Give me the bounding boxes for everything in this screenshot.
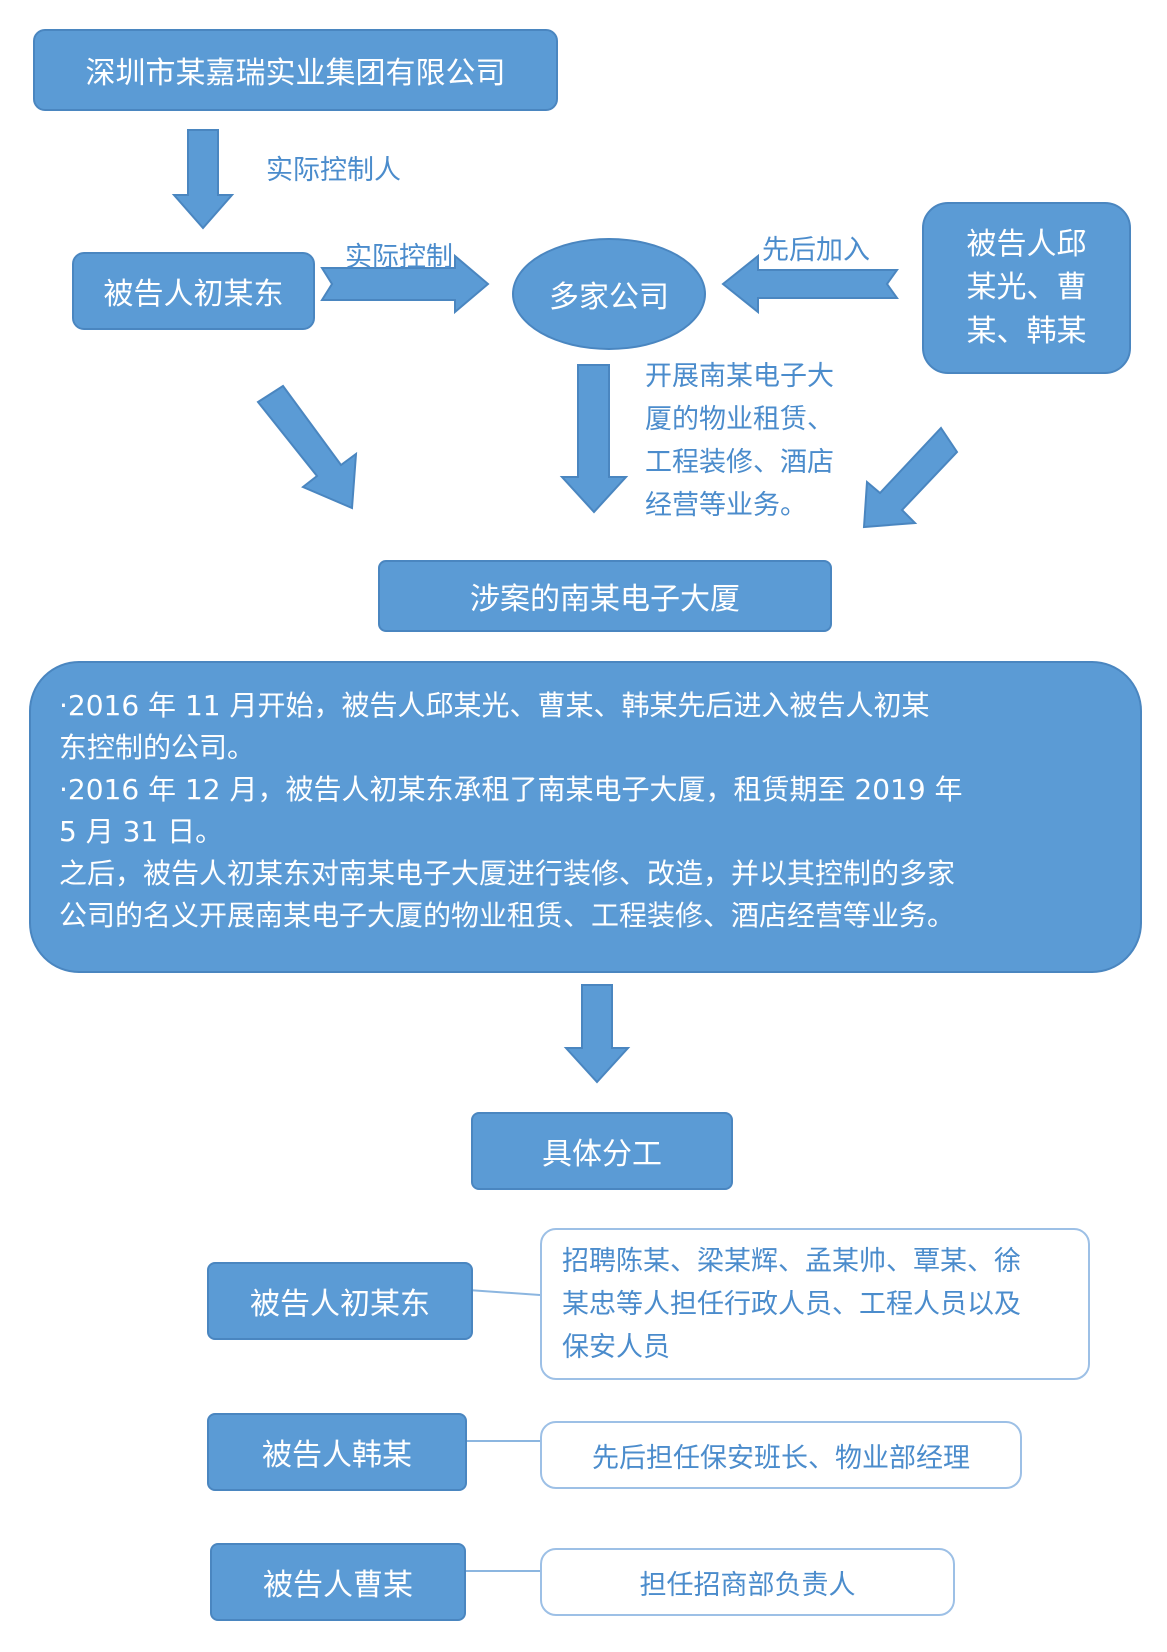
- connector-1: [467, 1289, 541, 1296]
- summary-line-3: ·2016 年 12 月，被告人初某东承租了南某电子大厦，租赁期至 2019 年: [59, 773, 963, 806]
- business-line-3: 工程装修、酒店: [645, 447, 834, 478]
- summary-line-6: 公司的名义开展南某电子大厦的物业租赁、工程装修、酒店经营等业务。: [59, 899, 956, 932]
- business-line-2: 厦的物业租赁、: [645, 404, 834, 435]
- top-company-label: 深圳市某嘉瑞实业集团有限公司: [85, 56, 506, 91]
- summary-line-1: ·2016 年 11 月开始，被告人邱某光、曹某、韩某先后进入被告人初某: [59, 689, 930, 722]
- arrow-down-division: [563, 984, 631, 1084]
- role-cao-duty-text: 担任招商部负责人: [639, 1569, 856, 1601]
- arrow-diag-right: [862, 426, 959, 529]
- others-line-3: 某、韩某: [966, 313, 1087, 349]
- others-line-1: 被告人邱: [966, 226, 1087, 262]
- chu-box: 被告人初某东: [72, 252, 315, 330]
- role-chu-box: 被告人初某东: [207, 1262, 473, 1340]
- role-cao-duty: 担任招商部负责人: [540, 1548, 955, 1616]
- building-box: 涉案的南某电子大厦: [378, 560, 832, 632]
- business-line-1: 开展南某电子大: [645, 361, 834, 392]
- division-title: 具体分工: [542, 1137, 662, 1172]
- others-line-2: 某光、曹: [966, 270, 1087, 306]
- arrow-down-top: [171, 129, 235, 230]
- summary-box: ·2016 年 11 月开始，被告人邱某光、曹某、韩某先后进入被告人初某 东控制…: [29, 661, 1142, 973]
- label-joined: 先后加入: [762, 235, 870, 266]
- role-chu-person: 被告人初某东: [250, 1287, 430, 1322]
- arrow-left-joined: [721, 253, 899, 315]
- role-cao-person: 被告人曹某: [263, 1568, 413, 1603]
- label-actual-controller: 实际控制人: [266, 155, 401, 186]
- role-cao-box: 被告人曹某: [210, 1543, 466, 1621]
- role-chu-duty: 招聘陈某、梁某辉、孟某帅、覃某、徐 某忠等人担任行政人员、工程人员以及 保安人员: [540, 1228, 1090, 1380]
- division-title-box: 具体分工: [471, 1112, 733, 1190]
- business-label: 开展南某电子大 厦的物业租赁、 工程装修、酒店 经营等业务。: [645, 355, 834, 527]
- arrow-down-business: [559, 364, 629, 514]
- role-han-duty-text: 先后担任保安班长、物业部经理: [592, 1442, 970, 1474]
- top-company-box: 深圳市某嘉瑞实业集团有限公司: [33, 29, 558, 111]
- summary-line-4: 5 月 31 日。: [59, 815, 224, 848]
- building-label: 涉案的南某电子大厦: [470, 582, 740, 617]
- role-han-person: 被告人韩某: [262, 1438, 412, 1473]
- summary-line-2: 东控制的公司。: [59, 731, 256, 764]
- business-line-4: 经营等业务。: [645, 490, 807, 521]
- role-chu-duty-line-1: 招聘陈某、梁某辉、孟某帅、覃某、徐: [562, 1246, 1021, 1277]
- companies-label: 多家公司: [549, 280, 669, 315]
- arrow-right-control: [320, 253, 490, 315]
- summary-line-5: 之后，被告人初某东对南某电子大厦进行装修、改造，并以其控制的多家: [59, 857, 956, 890]
- others-box: 被告人邱 某光、曹 某、韩某: [922, 202, 1131, 374]
- companies-ellipse: 多家公司: [512, 238, 706, 350]
- label-actual-control: 实际控制: [345, 242, 453, 273]
- role-chu-duty-line-3: 保安人员: [562, 1332, 670, 1363]
- arrow-diag-left: [256, 384, 358, 510]
- role-han-duty: 先后担任保安班长、物业部经理: [540, 1421, 1022, 1489]
- role-han-box: 被告人韩某: [207, 1413, 467, 1491]
- chu-label: 被告人初某东: [103, 277, 284, 312]
- role-chu-duty-line-2: 某忠等人担任行政人员、工程人员以及: [562, 1289, 1021, 1320]
